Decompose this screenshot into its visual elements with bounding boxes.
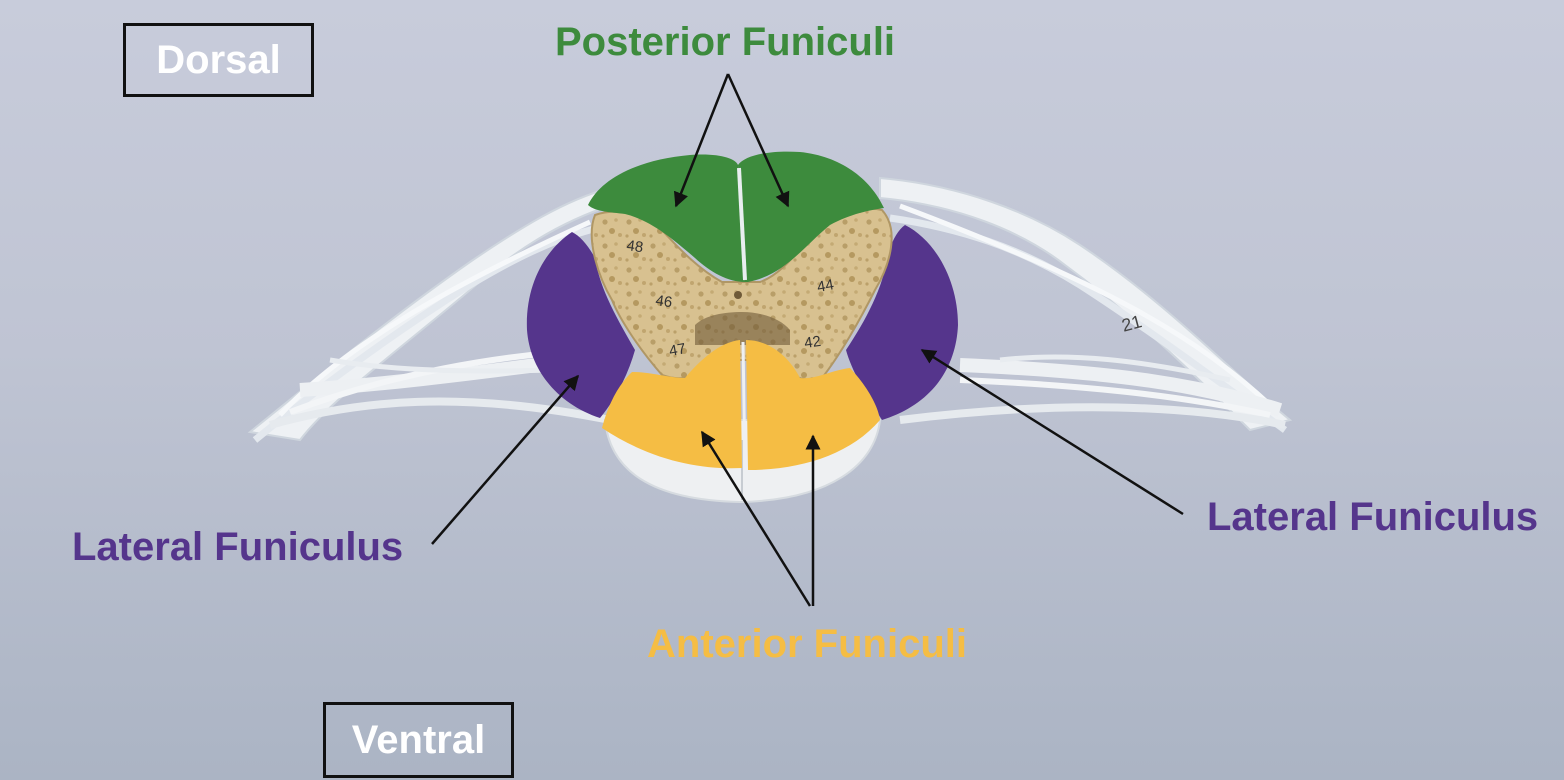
posterior-funiculus-left-region: [588, 154, 745, 282]
model-number-left-ventral: 47: [668, 340, 687, 360]
arrow-lateral-right: [920, 348, 1184, 516]
model-number-left-dorsal: 48: [625, 237, 644, 256]
model-number-right-ventral: 42: [803, 333, 822, 352]
lateral-funiculus-left-region: [526, 232, 635, 418]
model-number-left-mid: 46: [654, 292, 673, 311]
model-number-right-dorsal: 44: [816, 276, 835, 296]
right-nerve-roots: 21: [879, 176, 1293, 433]
arrow-lateral-left: [431, 374, 579, 545]
arrow-anterior-left: [700, 430, 812, 607]
lateral-funiculus-left-label: Lateral Funiculus: [72, 525, 404, 569]
anterior-funiculi-label: Anterior Funiculi: [647, 622, 967, 666]
arrow-posterior-right: [726, 73, 790, 208]
arrow-posterior-left: [673, 73, 730, 208]
lateral-funiculus-right-region: [846, 225, 958, 420]
posterior-funiculus-right-region: [738, 151, 884, 282]
dorsal-orientation-label: Dorsal: [123, 23, 314, 97]
left-nerve-roots: [247, 186, 614, 443]
dorsal-text: Dorsal: [156, 37, 281, 82]
lateral-funiculus-right-label: Lateral Funiculus: [1207, 495, 1539, 539]
ventral-text: Ventral: [351, 717, 486, 762]
anterior-funiculus-right-region: [746, 340, 880, 470]
ventral-orientation-label: Ventral: [323, 702, 514, 778]
posterior-funiculi-label: Posterior Funiculi: [555, 20, 896, 64]
